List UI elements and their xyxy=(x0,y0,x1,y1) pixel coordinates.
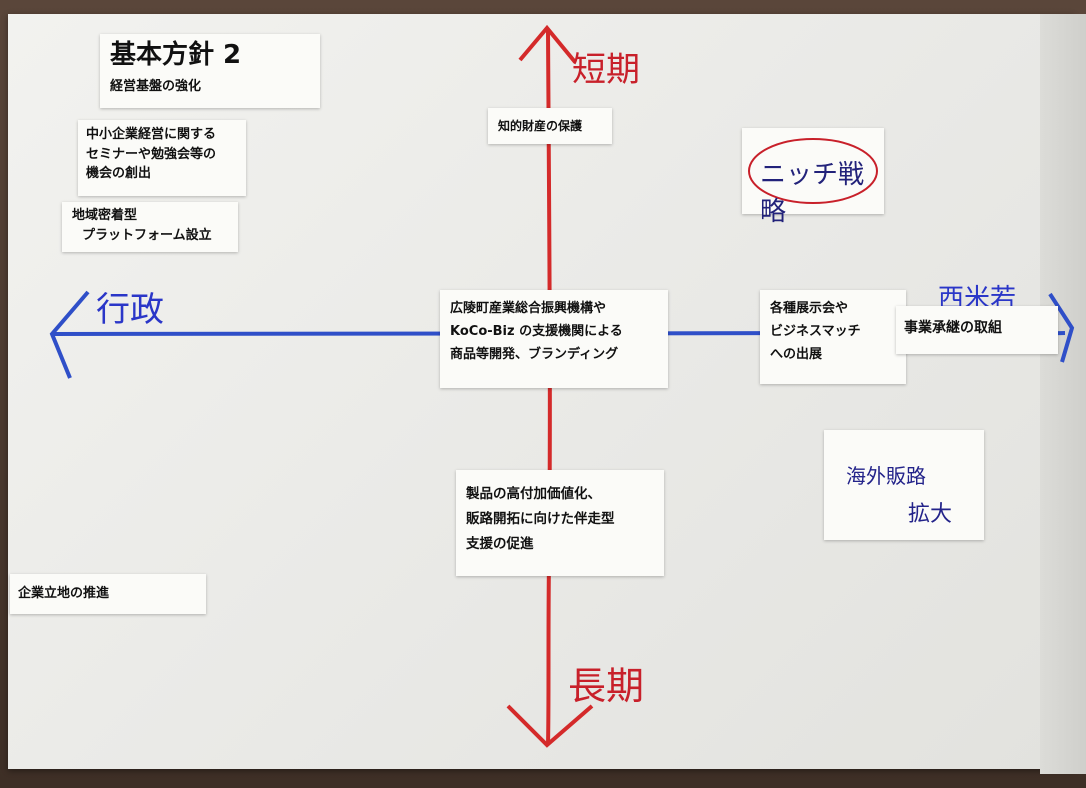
short-term-label: 短期 xyxy=(572,50,640,90)
niche-text: ニッチ戦略 xyxy=(760,160,865,227)
title-card: 基本方針 2 経営基盤の強化 xyxy=(100,34,320,108)
card-line: 地域密着型 xyxy=(72,208,138,223)
overseas-line1: 海外販路 xyxy=(846,464,926,488)
card-line: 商品等開発、ブランディング xyxy=(450,346,619,362)
card-line: セミナーや勉強会等の xyxy=(86,146,217,162)
niche-strategy-card: ニッチ戦略 xyxy=(742,128,884,227)
card-line: 製品の高付加価値化、 xyxy=(466,486,601,502)
horizontal-axis-arrow-right xyxy=(1048,292,1075,363)
location-card: 企業立地の推進 xyxy=(10,574,206,614)
horizontal-axis-arrow-left xyxy=(49,290,90,379)
card-line: 支援の促進 xyxy=(466,535,534,552)
card-line: 各種展示会や xyxy=(770,301,849,316)
vertical-axis-arrow-top xyxy=(518,24,577,64)
center-card: 広陵町産業総合振興機構や KoCo-Biz の支援機関による 商品等開発、ブラン… xyxy=(440,290,668,388)
card-line: 知的財産の保護 xyxy=(498,119,583,133)
platform-card: 地域密着型 プラットフォーム設立 xyxy=(62,202,238,252)
paper-roll-edge xyxy=(1040,14,1086,774)
ip-card: 知的財産の保護 xyxy=(488,108,612,144)
title-text: 基本方針 2 xyxy=(110,40,242,70)
value-added-card: 製品の高付加価値化、 販路開拓に向けた伴走型 支援の促進 xyxy=(456,470,664,576)
card-line: 中小企業経営に関する xyxy=(86,127,217,142)
expo-card: 各種展示会や ビジネスマッチ への出展 xyxy=(760,290,906,384)
card-line: KoCo-Biz の支援機関による xyxy=(450,323,623,339)
card-line: 広陵町産業総合振興機構や xyxy=(450,301,607,316)
card-line: ビジネスマッチ xyxy=(770,323,861,339)
red-circle-mark xyxy=(748,138,878,204)
card-line: 機会の創出 xyxy=(86,166,152,181)
card-line: への出展 xyxy=(770,346,823,362)
seminar-card: 中小企業経営に関する セミナーや勉強会等の 機会の創出 xyxy=(78,120,246,196)
overseas-card: 海外販路 拡大 xyxy=(824,430,984,540)
succession-card: 事業承継の取組 xyxy=(896,306,1058,354)
overseas-line2: 拡大 xyxy=(908,502,953,527)
subtitle-text: 経営基盤の強化 xyxy=(110,79,202,95)
government-label: 行政 xyxy=(96,290,164,330)
card-line: 企業立地の推進 xyxy=(18,586,110,601)
vertical-axis-arrow-bottom xyxy=(506,704,594,748)
long-term-label: 長期 xyxy=(568,664,645,708)
card-line: 販路開拓に向けた伴走型 xyxy=(466,510,615,527)
card-line: プラットフォーム設立 xyxy=(82,227,212,243)
card-line: 事業承継の取組 xyxy=(904,320,1002,336)
